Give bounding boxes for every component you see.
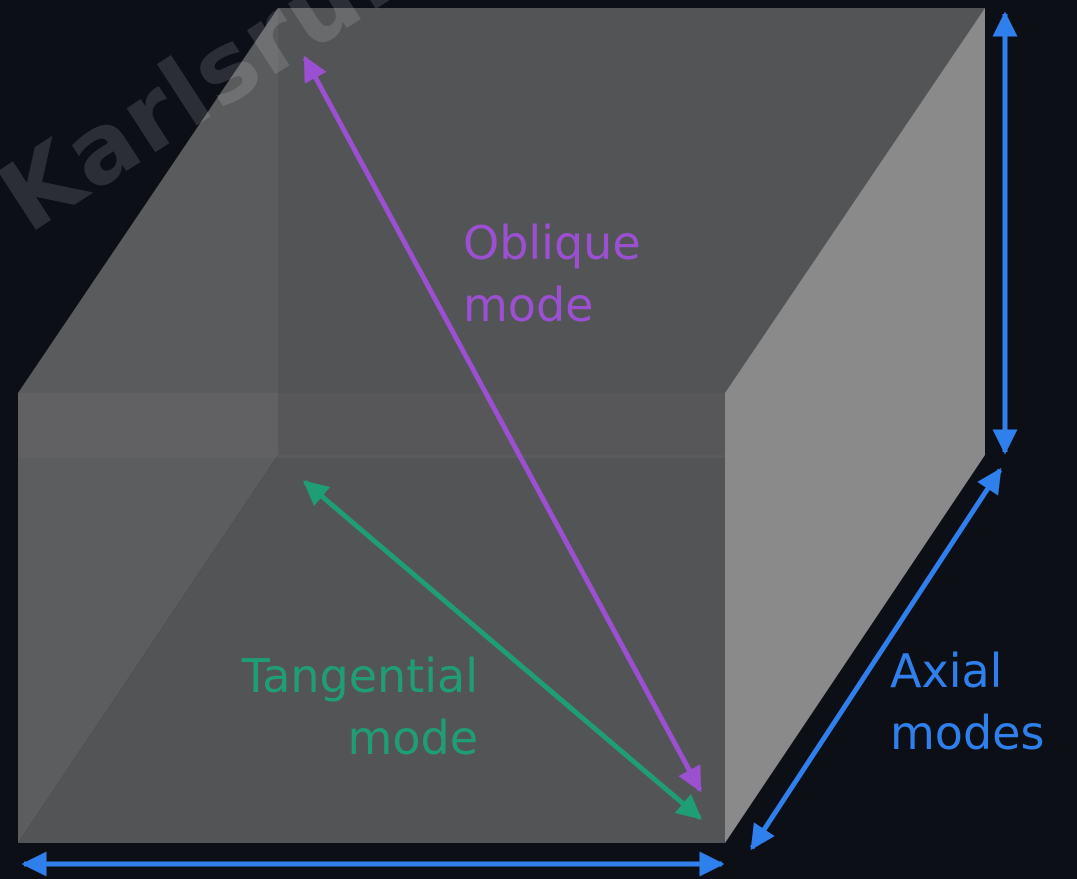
oblique-label-line1: Oblique <box>463 216 641 270</box>
tangential-mode-label: Tangential mode <box>226 645 478 769</box>
axial-mode-arrow-depth <box>749 467 1003 851</box>
axial-label-line2: modes <box>890 706 1045 760</box>
oblique-label-line2: mode <box>463 278 594 332</box>
tangential-label-line1: Tangential <box>241 649 478 703</box>
oblique-mode-label: Oblique mode <box>463 212 641 336</box>
tangential-label-line2: mode <box>347 711 478 765</box>
tangential-mode-arrow <box>303 480 702 820</box>
box-front-band <box>18 393 725 458</box>
axial-label-line1: Axial <box>890 644 1003 698</box>
axial-modes-label: Axial modes <box>890 640 1044 764</box>
